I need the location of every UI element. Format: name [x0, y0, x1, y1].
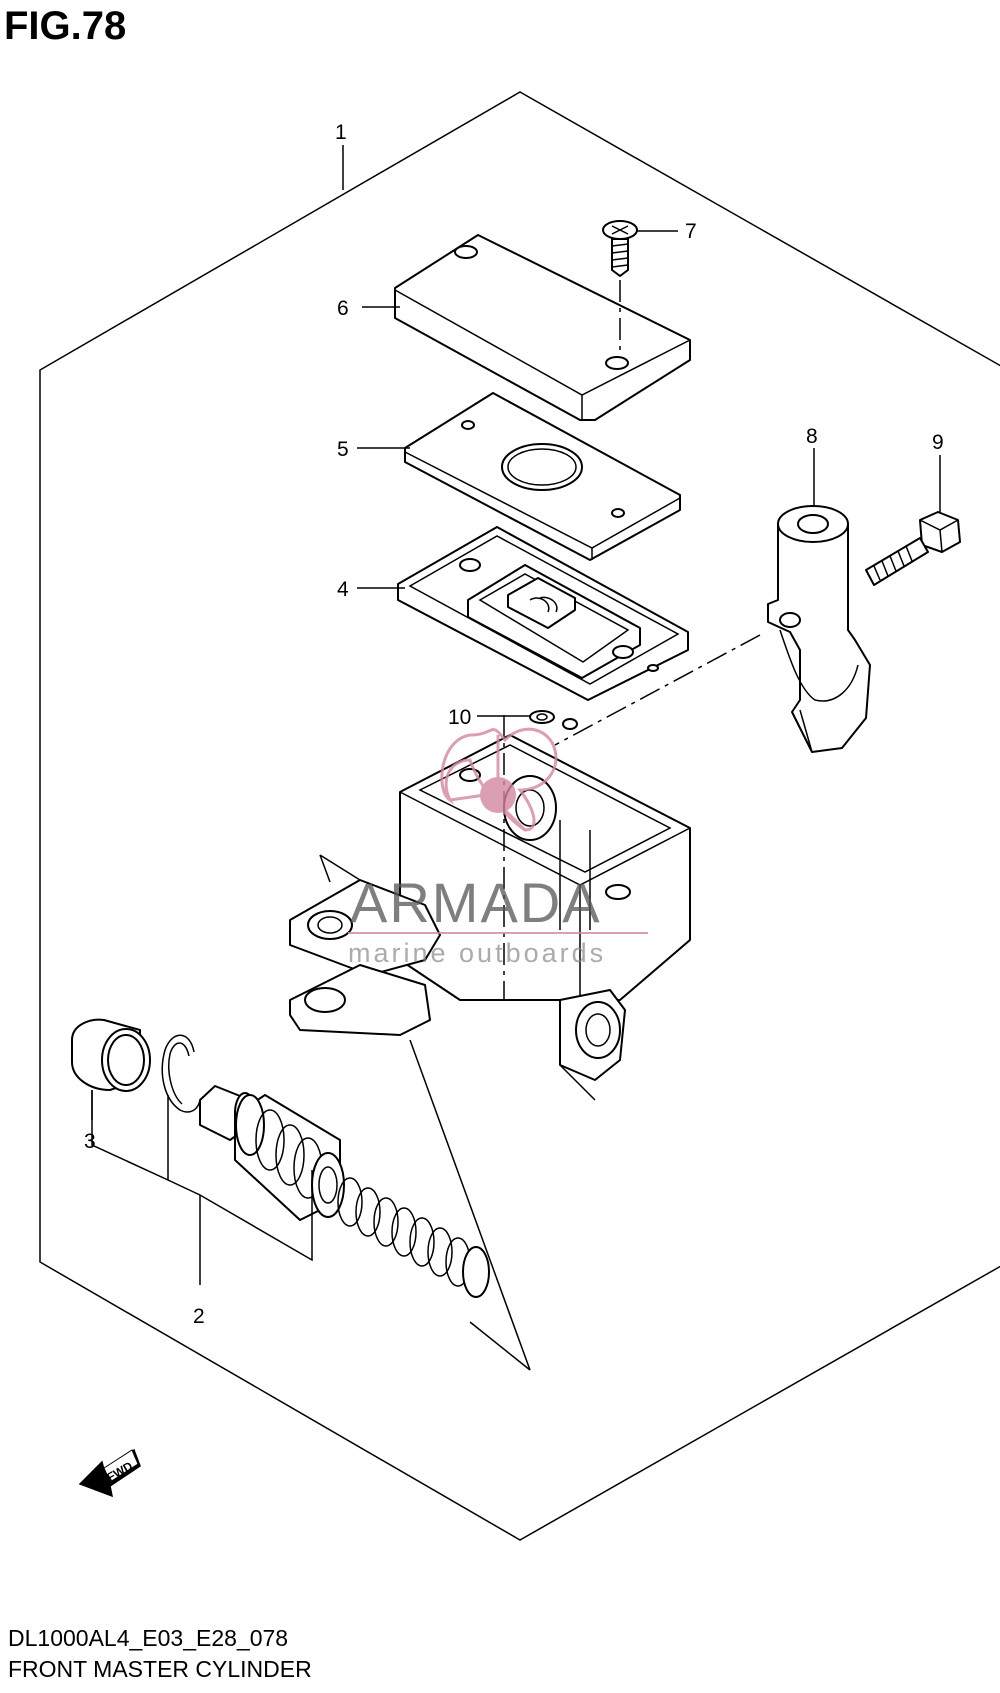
part-master-cylinder-body: [289, 734, 691, 1371]
part-snap-ring: [161, 1034, 201, 1113]
watermark-tagline: marine outboards: [348, 938, 606, 968]
callout-2: 2: [193, 1305, 205, 1328]
figure-title: FIG.78: [4, 4, 127, 48]
part-piston-assembly: [199, 1085, 490, 1298]
part-washer: [529, 710, 578, 730]
callout-4: 4: [337, 578, 349, 601]
callout-6: 6: [337, 297, 349, 320]
callout-9: 9: [932, 431, 944, 454]
callout-8: 8: [806, 425, 818, 448]
leader-clamp-to-body: [554, 634, 761, 746]
part-dust-boot: [71, 1018, 151, 1092]
part-diaphragm: [397, 526, 689, 701]
fwd-arrow: FWD: [78, 1448, 141, 1498]
part-handlebar-clamp: [767, 505, 871, 753]
watermark-brand: ARMADA: [350, 871, 602, 934]
callout-10: 10: [448, 706, 471, 729]
callout-7: 7: [685, 220, 697, 243]
part-screw: [602, 220, 638, 350]
diagram-code: DL1000AL4_E03_E28_078: [8, 1625, 289, 1651]
part-spring: [337, 1177, 490, 1298]
bracket-part-2: [167, 1170, 313, 1262]
callout-3: 3: [84, 1130, 96, 1153]
watermark-logo: [348, 727, 648, 934]
part-diaphragm-plate: [404, 392, 681, 561]
callout-1: 1: [335, 121, 347, 144]
part-bolt: [865, 511, 961, 586]
callout-5: 5: [337, 438, 349, 461]
bracket-part-3: [91, 1090, 169, 1182]
assembly-boundary: [39, 91, 1000, 1541]
diagram-caption: FRONT MASTER CYLINDER: [8, 1656, 312, 1682]
part-reservoir-cap: [394, 234, 691, 421]
